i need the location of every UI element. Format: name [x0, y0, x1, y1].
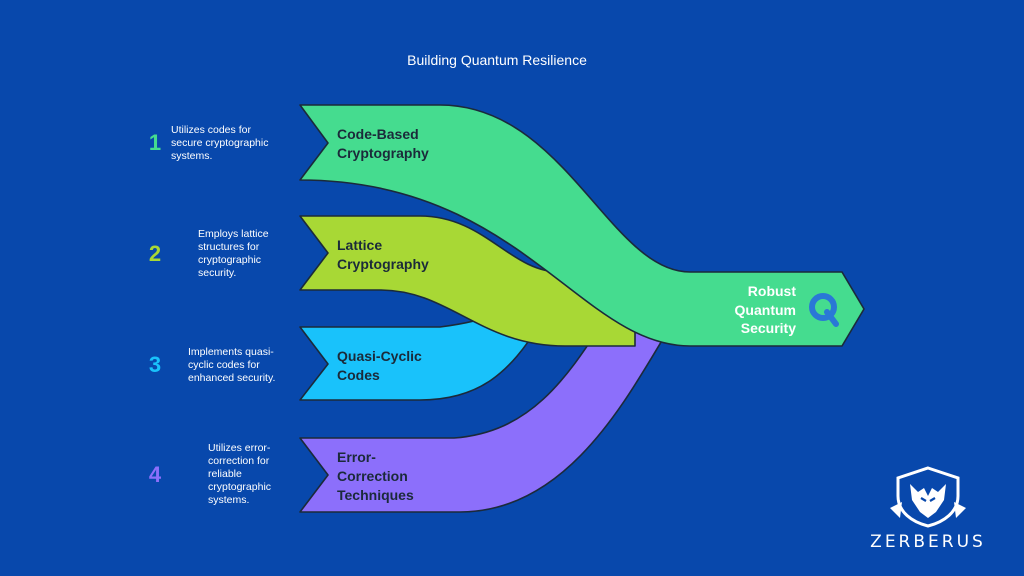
flow-band-lattice	[299, 215, 636, 347]
flow-band-code-based	[299, 104, 865, 347]
step-number-4: 4	[148, 462, 162, 487]
wolf-shield-icon	[890, 466, 966, 528]
logo-wordmark: ZERBERUS	[870, 532, 986, 552]
step-number-2: 2	[148, 241, 162, 266]
q-letter-icon	[809, 293, 839, 327]
step-number-3: 3	[148, 352, 162, 377]
step-number-1: 1	[148, 130, 162, 155]
diagram-title: Building Quantum Resilience	[407, 52, 587, 68]
